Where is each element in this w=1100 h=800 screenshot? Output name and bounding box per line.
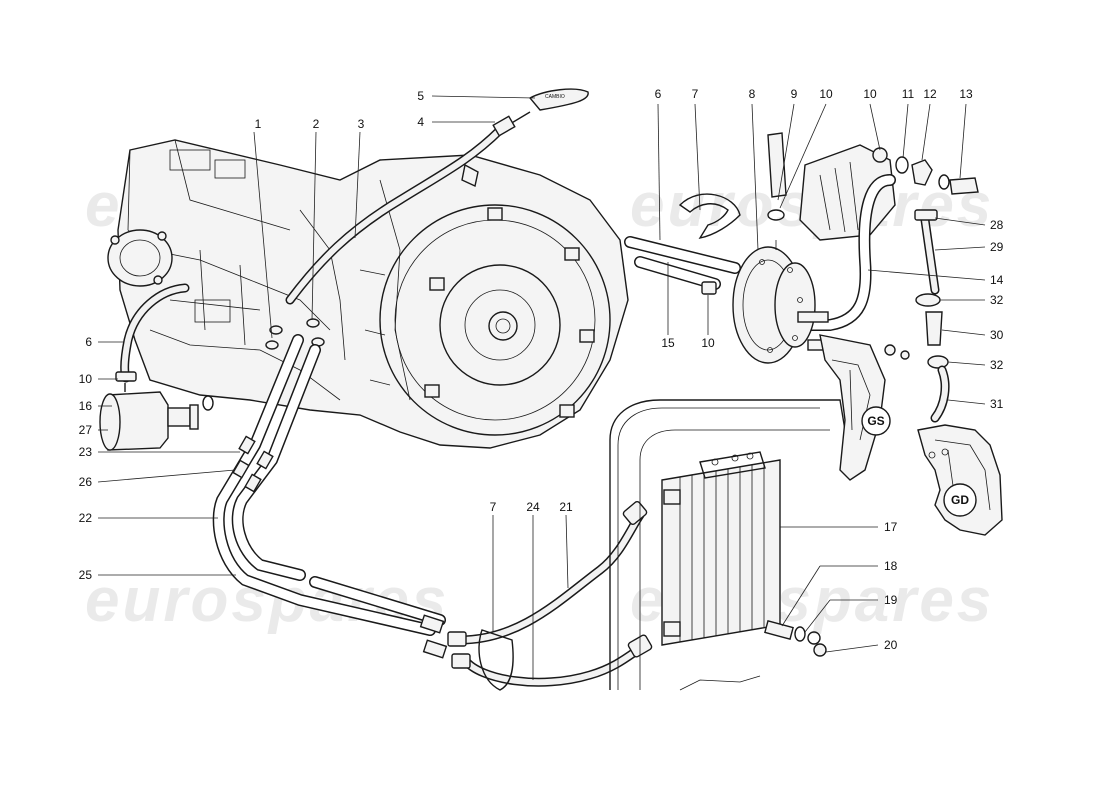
callout-5: 5: [417, 89, 424, 103]
callout-32-upper: 32: [990, 293, 1004, 307]
callout-20: 20: [884, 638, 898, 652]
callout-10-top-b: 10: [863, 87, 877, 101]
gs-badge: GS: [867, 414, 884, 428]
cooler-rigid-pipes: [212, 334, 448, 659]
callout-23: 23: [79, 445, 93, 459]
callout-7-top: 7: [692, 87, 699, 101]
callout-1: 1: [255, 117, 262, 131]
callout-7-bottom: 7: [490, 500, 497, 514]
gs-badge-circle: [861, 406, 891, 436]
callout-10-left: 10: [79, 372, 93, 386]
callout-8: 8: [749, 87, 756, 101]
breather-hose-left: [115, 283, 190, 383]
bracket-gd: GD: [917, 424, 1003, 536]
callout-10-top-a: 10: [819, 87, 833, 101]
callout-18: 18: [884, 559, 898, 573]
callout-26: 26: [79, 475, 93, 489]
dipstick-tube: CAMBIO: [285, 88, 589, 305]
callout-27: 27: [79, 423, 93, 437]
callout-9: 9: [791, 87, 798, 101]
vacuum-modulator: [99, 383, 214, 451]
callout-24: 24: [526, 500, 540, 514]
callout-11: 11: [902, 87, 915, 101]
callout-6-left: 6: [85, 335, 92, 349]
callout-6-top: 6: [655, 87, 662, 101]
oil-cooler: [661, 451, 781, 646]
callout-labels: 1 2 3 4 5 6 7 8 9 10 10 11 12 13 28 29 1…: [79, 87, 1004, 652]
callout-31: 31: [990, 397, 1004, 411]
gd-badge-circle: [943, 483, 977, 517]
callout-10-mid: 10: [701, 336, 715, 350]
transmission-housing: [107, 139, 629, 449]
callout-16: 16: [79, 399, 93, 413]
callout-19: 19: [884, 593, 898, 607]
callout-12: 12: [923, 87, 937, 101]
callout-32-lower: 32: [990, 358, 1004, 372]
gd-badge: GD: [951, 493, 969, 507]
callout-15: 15: [661, 336, 675, 350]
callout-13: 13: [959, 87, 973, 101]
vacuum-pump-group: [678, 132, 979, 423]
bracket-gs: GS: [819, 334, 891, 481]
callout-22: 22: [79, 511, 93, 525]
callout-3: 3: [358, 117, 365, 131]
radiator-outline: [609, 399, 846, 691]
servo-valve: [624, 236, 910, 364]
callout-30: 30: [990, 328, 1004, 342]
callout-2: 2: [313, 117, 320, 131]
callout-28: 28: [990, 218, 1004, 232]
callout-25: 25: [79, 568, 93, 582]
callout-21: 21: [559, 500, 573, 514]
cooler-flex-hoses: [447, 500, 653, 691]
callout-29: 29: [990, 240, 1004, 254]
cooler-drain-plug: [764, 619, 827, 657]
callout-14: 14: [990, 273, 1004, 287]
callout-17: 17: [884, 520, 898, 534]
leader-lines: [97, 95, 986, 680]
dipstick-marking: CAMBIO: [545, 94, 565, 100]
callout-4: 4: [417, 115, 424, 129]
